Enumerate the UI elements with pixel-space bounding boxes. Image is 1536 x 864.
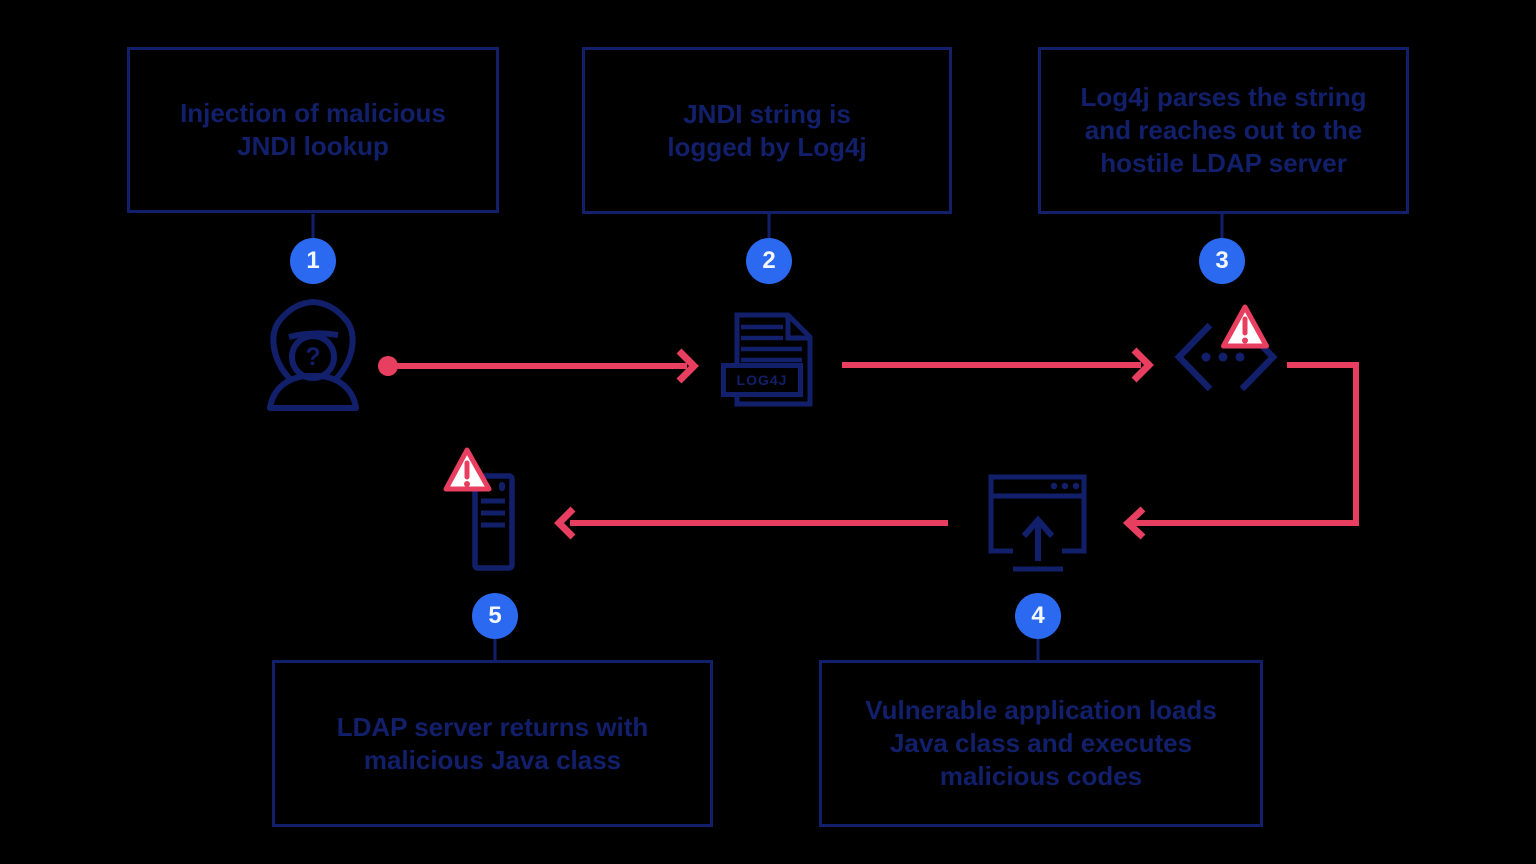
browser-dot [1050, 482, 1058, 490]
log4j-file-icon [734, 312, 813, 407]
browser-window [988, 474, 1087, 554]
step-box-5: LDAP server returns with malicious Java … [272, 660, 713, 827]
step-text-line: logged by Log4j [667, 131, 867, 162]
step-number-badge-2: 2 [746, 238, 792, 284]
code-dot [1218, 352, 1228, 362]
code-dot [1201, 352, 1211, 362]
step-text-line: hostile LDAP server [1100, 148, 1347, 178]
warning-triangle-icon [443, 447, 492, 492]
hood-outline [270, 298, 356, 382]
flow-arrow-log4j-to-parser [842, 347, 1154, 383]
step-text-line: Log4j parses the string [1080, 82, 1367, 112]
step-number-badge-3: 3 [1199, 238, 1245, 284]
flow-arrow-attacker-to-log4j [378, 348, 699, 384]
step-number-badge-4: 4 [1015, 593, 1061, 639]
step-number-badge-1: 1 [290, 238, 336, 284]
folded-corner [785, 315, 811, 341]
server-light [499, 482, 505, 491]
connector-stems [311, 214, 1224, 661]
browser-dot [1072, 482, 1080, 490]
code-parser-icon [1174, 304, 1278, 392]
code-dot [1235, 352, 1245, 362]
step-text-line: Injection of malicious [180, 98, 446, 128]
step-text-line: and reaches out to the [1084, 115, 1363, 145]
step-text-line: JNDI string is [683, 98, 851, 129]
arrowhead-right-icon [676, 348, 699, 384]
step-box-3: Log4j parses the string and reaches out … [1038, 47, 1409, 214]
browser-dot [1061, 482, 1069, 490]
server-slots [481, 498, 505, 528]
arrowhead-left-icon [1122, 506, 1146, 540]
document-text-lines [741, 324, 802, 363]
step-box-4: Vulnerable application loads Java class … [819, 660, 1263, 827]
log4j-file-label: LOG4J [721, 363, 803, 397]
step-text-line: Vulnerable application loads [865, 695, 1217, 725]
arrowhead-right-icon [1131, 347, 1154, 383]
left-angle-bracket [1174, 322, 1213, 392]
flow-arrow-application-to-ldap-server [554, 506, 948, 540]
warning-triangle-icon [1221, 304, 1269, 349]
document-outline [734, 312, 813, 407]
step-number-badge-5: 5 [472, 593, 518, 639]
step-box-1: Injection of malicious JNDI lookup [127, 47, 499, 213]
anonymous-attacker-icon: ? [267, 298, 359, 411]
step-text-line: Java class and executes [889, 728, 1193, 758]
application-upload-icon [988, 474, 1087, 572]
server-tower [472, 473, 515, 571]
step-text-line: JNDI lookup [237, 131, 389, 161]
step-text-line: malicious codes [939, 761, 1143, 791]
step-text-line: LDAP server returns with [336, 711, 649, 742]
step-box-2: JNDI string is logged by Log4j [582, 47, 952, 214]
ldap-server-icon [443, 447, 515, 571]
step-text-line: malicious Java class [363, 744, 622, 775]
arrow-start-dot [378, 356, 398, 376]
flow-arrow-parser-to-application [1122, 362, 1359, 540]
question-mark-glyph: ? [305, 343, 320, 371]
arrowhead-left-icon [554, 506, 576, 540]
upload-arrow-head [1021, 515, 1055, 538]
face-outline [289, 333, 337, 381]
